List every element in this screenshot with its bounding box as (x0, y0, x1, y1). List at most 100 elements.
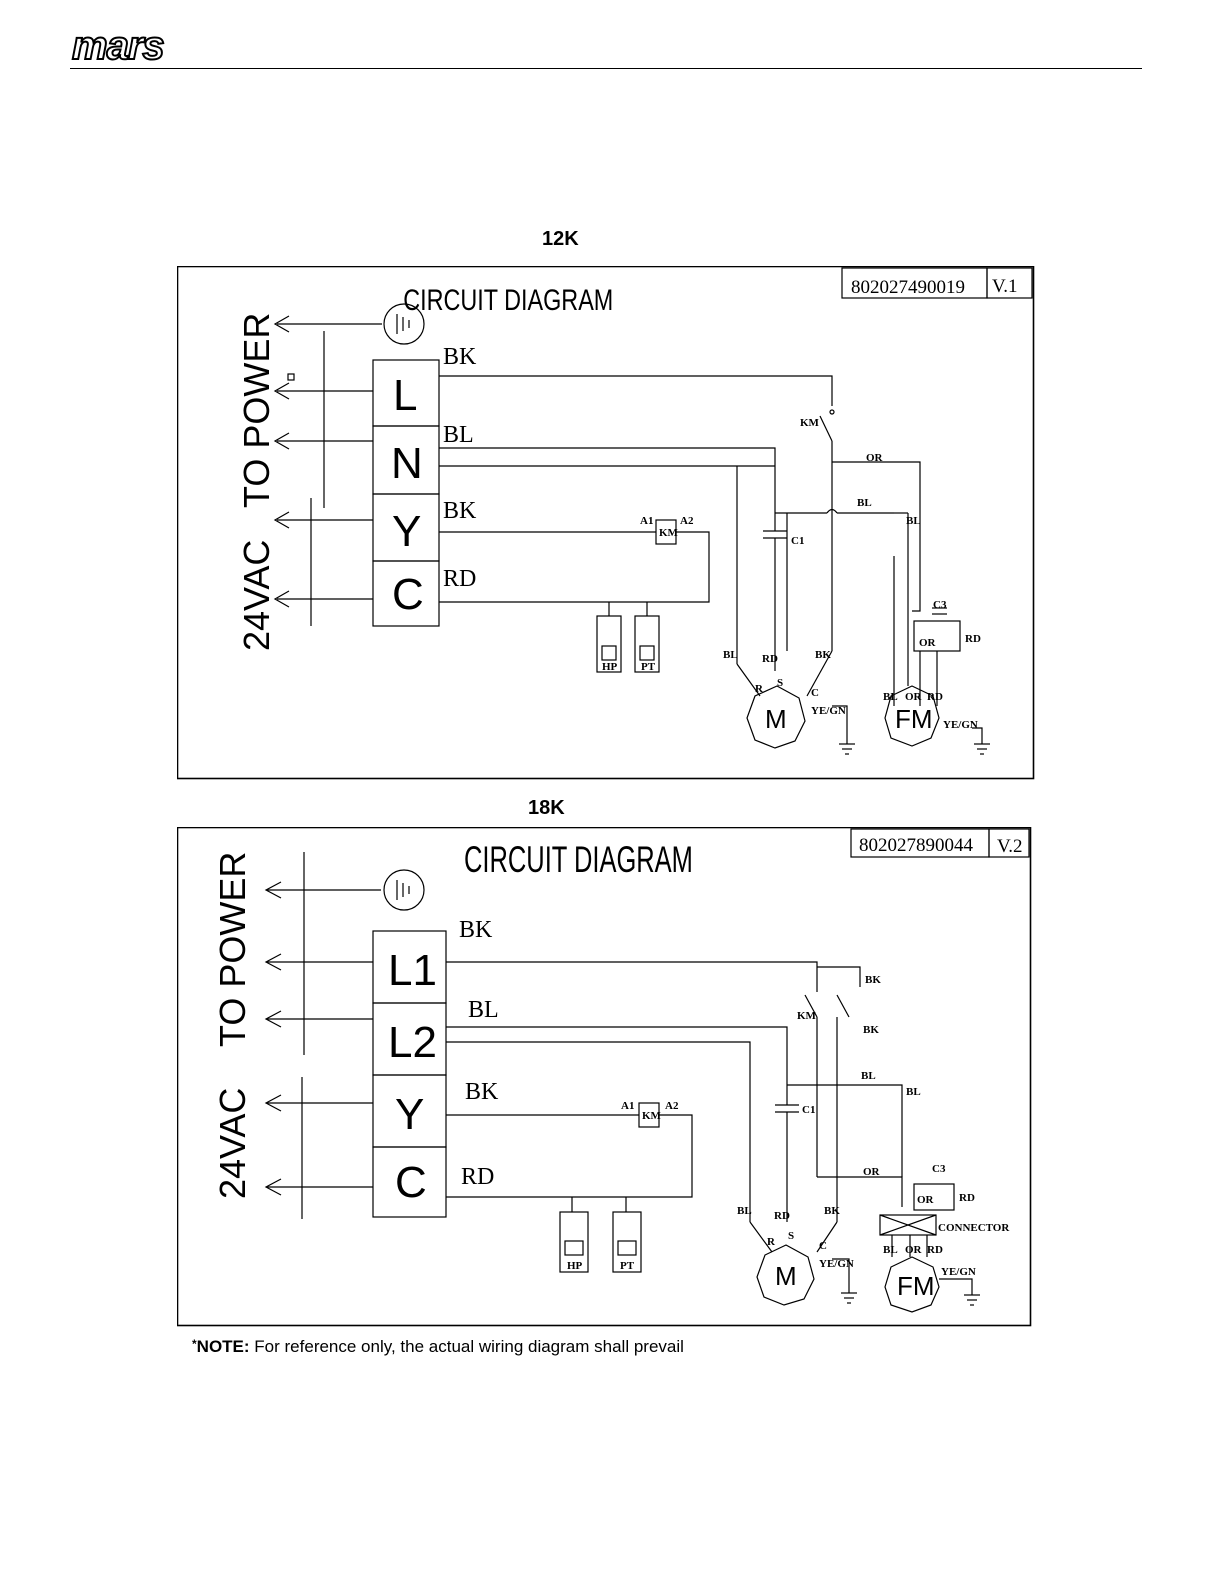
fan-motor (884, 685, 940, 747)
motor-rd-label: RD (762, 653, 778, 665)
fan-ground-icon (964, 1294, 980, 1306)
fm-bl-label: BL (883, 691, 898, 703)
terminal-block (372, 359, 440, 627)
note-label: NOTE: (196, 1337, 250, 1356)
diagram-version: V.1 (992, 276, 1018, 297)
diagram-frame (177, 266, 1035, 780)
connector-icon (879, 1214, 937, 1236)
small-square (287, 373, 295, 381)
c3-or-label: OR (919, 637, 937, 649)
fan-ground-icon (974, 743, 990, 755)
wire-label-l2: BL (468, 997, 499, 1023)
a1-label: A1 (621, 1100, 634, 1112)
reference-note: *NOTE: For reference only, the actual wi… (192, 1337, 684, 1357)
diagram-code: 802027890044 (859, 835, 974, 856)
diagram-code: 802027490019 (851, 277, 965, 298)
km-coil-label: KM (659, 527, 679, 539)
diagram-title: CIRCUIT DIAGRAM (403, 283, 613, 316)
version-box (986, 267, 1033, 299)
circuit-diagram-18k: 802027890044 V.2 CIRCUIT DIAGRAM TO POWE… (177, 827, 1032, 1327)
motor-label: M (765, 704, 787, 734)
c3-or-label: OR (917, 1194, 935, 1206)
ground-symbol (383, 303, 425, 345)
terminal-n: N (391, 439, 423, 488)
motor-c-label: C (819, 1240, 827, 1252)
compressor-motor (746, 685, 806, 749)
24vac-label: 24VAC (212, 1088, 253, 1199)
version-box (988, 828, 1030, 858)
motor-ground-icon (839, 743, 855, 755)
terminal-y: Y (395, 1090, 424, 1139)
wire-label-y: BK (465, 1079, 499, 1105)
terminal-y: Y (392, 507, 421, 556)
or-mid-label: OR (863, 1166, 881, 1178)
wiring (446, 961, 973, 1295)
motor-gnd-label: YE/GN (819, 1258, 854, 1270)
motor-c-label: C (811, 687, 819, 699)
bl-right-label: BL (906, 515, 921, 527)
fm-rd-label: RD (927, 1244, 943, 1256)
note-star: * (192, 1337, 197, 1351)
logo-text: mars (72, 24, 164, 66)
c1-label: C1 (791, 535, 804, 547)
terminal-l2: L2 (388, 1018, 437, 1067)
c1-label: C1 (802, 1104, 815, 1116)
a1-label: A1 (640, 515, 653, 527)
a2-label: A2 (665, 1100, 679, 1112)
power-arrows (264, 852, 381, 1219)
motor-bl-label: BL (723, 649, 738, 661)
section-label-12k: 12K (542, 228, 579, 250)
wire-label-c: RD (461, 1164, 494, 1190)
ground-symbol (383, 869, 425, 911)
c3-rd-label: RD (959, 1192, 975, 1204)
hp-label: HP (567, 1260, 583, 1272)
motor-ground-icon (841, 1292, 857, 1304)
km-coil-label: KM (642, 1110, 662, 1122)
motor-s-label: S (788, 1230, 794, 1242)
c3-label: C3 (933, 599, 947, 611)
terminal-c: C (395, 1158, 427, 1207)
terminal-block (372, 930, 447, 1218)
section-label-18k: 18K (528, 797, 565, 819)
fan-motor-label: FM (895, 704, 933, 734)
motor-r-label: R (767, 1236, 776, 1248)
motor-s-label: S (777, 677, 783, 689)
km-label: KM (800, 417, 820, 429)
terminal-l: L (393, 371, 417, 420)
bk-top-label: BK (865, 974, 881, 986)
c3-label: C3 (932, 1163, 946, 1175)
motor-label: M (775, 1261, 797, 1291)
km-label: KM (797, 1010, 817, 1022)
circuit-diagram-12k-svg: 802027490019 V.1 CIRCUIT DIAGRAM TO POWE… (177, 266, 1035, 780)
wire-label-y: BK (443, 498, 477, 524)
fan-motor-label: FM (897, 1271, 935, 1301)
to-power-label: TO POWER (212, 852, 253, 1047)
motor-bk-label: BK (824, 1205, 840, 1217)
connector-label: CONNECTOR (938, 1222, 1010, 1234)
motor-bk-label: BK (815, 649, 831, 661)
bl-mid-label: BL (857, 497, 872, 509)
wire-label-n: BL (443, 422, 474, 448)
wire-label-l: BK (443, 344, 477, 370)
fm-or-label: OR (905, 1244, 923, 1256)
or-top-label: OR (866, 452, 884, 464)
pt-label: PT (620, 1260, 635, 1272)
diagram-version: V.2 (997, 836, 1023, 857)
hp-label: HP (602, 661, 618, 673)
circuit-diagram-18k-svg: 802027890044 V.2 CIRCUIT DIAGRAM TO POWE… (177, 827, 1032, 1327)
fm-rd-label: RD (927, 691, 943, 703)
fm-gnd-label: YE/GN (941, 1266, 976, 1278)
fan-motor (884, 1256, 940, 1313)
fm-gnd-label: YE/GN (943, 719, 978, 731)
bk-mid-label: BK (863, 1024, 879, 1036)
24vac-label: 24VAC (236, 540, 277, 651)
power-arrows (273, 315, 382, 626)
wire-label-l1: BK (459, 917, 493, 943)
note-text: For reference only, the actual wiring di… (254, 1337, 684, 1356)
motor-bl-label: BL (737, 1205, 752, 1217)
terminal-l1: L1 (388, 946, 437, 995)
motor-gnd-label: YE/GN (811, 705, 846, 717)
mars-logo: mars (71, 23, 166, 66)
diagram-frame (177, 827, 1032, 1327)
motor-r-label: R (755, 683, 764, 695)
